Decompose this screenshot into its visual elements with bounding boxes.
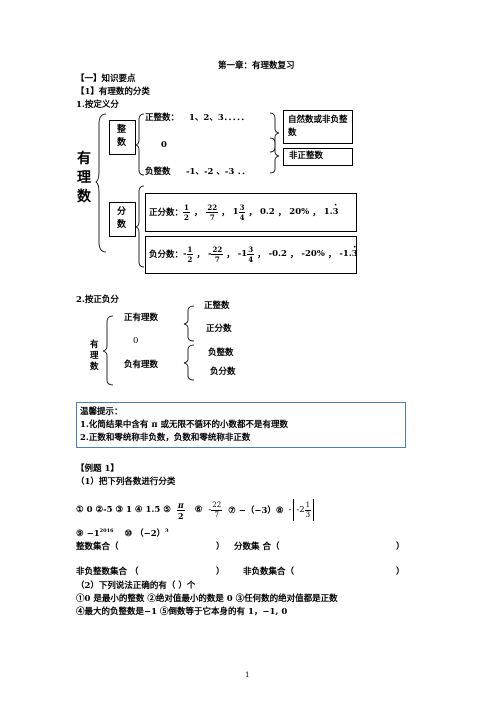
classification-by-definition: 1.按定义分 <box>76 100 119 110</box>
positive-fraction-2: 正分数 <box>206 324 232 334</box>
value-neg-0.2: -0.2 <box>268 249 287 259</box>
separator: ， <box>312 208 321 218</box>
separator: ， <box>221 208 230 218</box>
integer-set-close: ） <box>216 542 225 552</box>
nonpositive-brace <box>269 137 280 174</box>
positive-fraction-box <box>145 193 357 232</box>
tip-line-1: 1.化简结果中含有 π 或无限不循环的小数都不是有理数 <box>80 420 289 430</box>
negative-fraction-2: 负分数 <box>210 367 236 377</box>
number-6-marker: ⑥ <box>194 505 203 515</box>
positive-integer-values: 1、2、3．．．．． <box>189 113 250 123</box>
fraction-label: 分数 <box>117 207 127 230</box>
fraction-set-label: 分数集 合（ <box>234 542 280 552</box>
nonneg-set-close: ） <box>396 567 405 577</box>
nonpositive-integer-label: 非正整数 <box>289 151 324 161</box>
tree1-root: 有理数 <box>77 151 91 205</box>
negative-rational-brace <box>183 344 195 381</box>
numbers-7-8: ⑦ −（−3）⑧ <box>228 506 284 516</box>
example-question-2: （2）下列说法正确的有（ ）个 <box>76 581 196 591</box>
neg-repeating-decimal: -1.3 <box>339 249 357 259</box>
positive-rational-brace <box>183 305 195 342</box>
fraction-set-close: ） <box>396 542 405 552</box>
value-20-percent: 20% <box>289 207 310 217</box>
tree2-root: 有理数 <box>90 340 99 372</box>
positive-integer-label: 正整数： <box>145 113 180 123</box>
negative-integer-values: -1、-2 、-3 ．． <box>186 167 250 177</box>
separator: ， <box>196 250 205 260</box>
positive-integer-2: 正整数 <box>204 301 230 311</box>
separator: ， <box>327 250 337 260</box>
tree1-root-brace <box>95 113 107 253</box>
positive-rational-label: 正有理数 <box>124 313 159 323</box>
tree2-root-brace <box>102 315 114 386</box>
separator: ， <box>277 208 287 218</box>
natural-number-label: 自然数或非负整数 <box>288 115 348 138</box>
tip-title: 温馨提示： <box>80 407 123 417</box>
integer-brace <box>134 113 145 176</box>
classification-by-sign: 2.按正负分 <box>76 295 119 305</box>
negative-fraction-label: 负分数： <box>149 250 184 260</box>
nonneg-integer-set-label: 非负整数集合 （ <box>76 567 139 577</box>
separator: ， <box>248 208 257 218</box>
question-2-line-1: ①0 是最小的整数 ②绝对值最小的数是 0 ③任何数的绝对值都是正数 <box>76 594 338 604</box>
example-title: 【例题 1】 <box>76 464 119 474</box>
zero-label: 0 <box>161 140 167 150</box>
separator: ， <box>289 250 299 260</box>
section-heading: 【一】知识要点 <box>76 74 136 84</box>
nonpositive-integer-box <box>283 148 353 166</box>
tip-line-2: 2.正数和零统称非负数，负数和零统称非正数 <box>80 433 251 443</box>
negative-integer-label: 负整数 <box>145 167 171 177</box>
positive-fraction-label: 正分数： <box>149 208 184 218</box>
separator: ， <box>226 250 235 260</box>
numbers-9-10: ⑨ −12016 ⑩ （−2）3 <box>76 528 169 539</box>
negative-integer-2: 负整数 <box>208 348 234 358</box>
zero-label-2: 0 <box>133 336 139 346</box>
page-number: 1 <box>245 671 250 679</box>
question-2-line-2: ④最大的负整数是−1 ⑤倒数等于它本身的有 1，−1, 0 <box>76 607 288 617</box>
value-neg-20-percent: -20% <box>301 249 325 259</box>
separator: ， <box>193 208 203 218</box>
tip-box <box>76 402 406 448</box>
negative-rational-label: 负有理数 <box>124 360 159 370</box>
fraction-brace <box>134 185 145 268</box>
fraction-box <box>109 202 136 237</box>
natural-number-box <box>283 110 353 144</box>
nonneg-set-label: 非负数集合（ <box>243 567 295 577</box>
integer-box <box>109 120 136 155</box>
nonneg-integer-set-close: ） <box>216 567 225 577</box>
value-0.2: 0.2 <box>259 207 275 217</box>
separator: ， <box>257 250 266 260</box>
repeating-decimal: 1.3 <box>324 207 339 217</box>
example-question-1: （1）把下列各数进行分类 <box>76 477 176 487</box>
integer-set-label: 整数集合（ <box>76 542 119 552</box>
subsection-heading: 【1】有理数的分类 <box>76 87 150 97</box>
numbers-1-to-5: ① 0 ②-5 ③ 1 ④ 1.5 ⑤ <box>76 505 171 515</box>
integer-label: 整数 <box>117 125 127 148</box>
page-title: 第一章：有理数复习 <box>218 61 295 71</box>
